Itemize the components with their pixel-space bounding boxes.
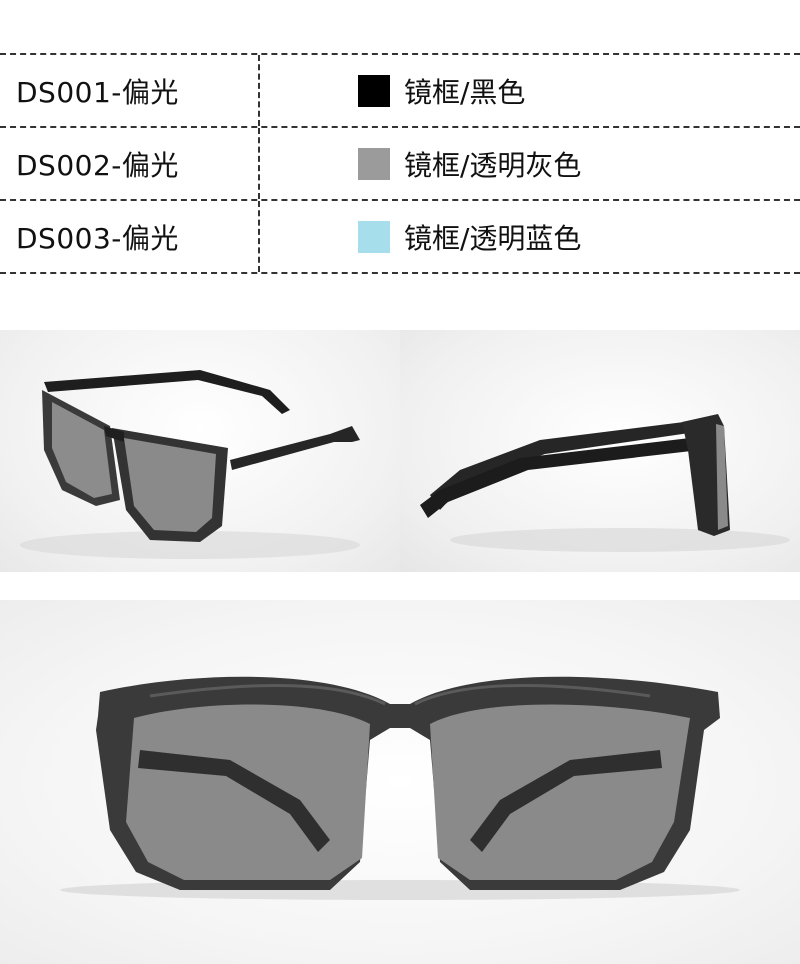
glasses-front-illustration xyxy=(60,676,740,900)
model-code: DS001-偏光 xyxy=(16,75,179,109)
column-divider xyxy=(258,201,260,272)
spec-row-ds001: DS001-偏光 镜框/黑色 xyxy=(0,55,800,128)
glasses-angle-illustration xyxy=(20,370,360,559)
model-code: DS003-偏光 xyxy=(16,221,179,255)
glasses-angle-photo xyxy=(0,330,400,572)
column-divider xyxy=(258,55,260,126)
color-label: 镜框/黑色 xyxy=(404,75,526,109)
glasses-front-photo xyxy=(0,600,800,964)
color-swatch-gray xyxy=(358,147,390,180)
color-option: 镜框/透明蓝色 xyxy=(358,201,581,272)
model-code: DS002-偏光 xyxy=(16,148,179,182)
color-label: 镜框/透明灰色 xyxy=(404,148,582,182)
color-option: 镜框/透明灰色 xyxy=(358,128,581,199)
color-swatch-blue xyxy=(358,220,390,253)
column-divider xyxy=(258,128,260,199)
spec-row-ds003: DS003-偏光 镜框/透明蓝色 xyxy=(0,201,800,274)
glasses-side-illustration xyxy=(420,414,790,552)
color-option: 镜框/黑色 xyxy=(358,55,525,126)
spec-row-ds002: DS002-偏光 镜框/透明灰色 xyxy=(0,128,800,201)
color-swatch-black xyxy=(358,74,390,107)
glasses-side-photo xyxy=(400,330,800,572)
spec-table: DS001-偏光 镜框/黑色 DS002-偏光 镜框/透明灰色 DS003-偏光… xyxy=(0,53,800,274)
color-label: 镜框/透明蓝色 xyxy=(404,221,582,255)
